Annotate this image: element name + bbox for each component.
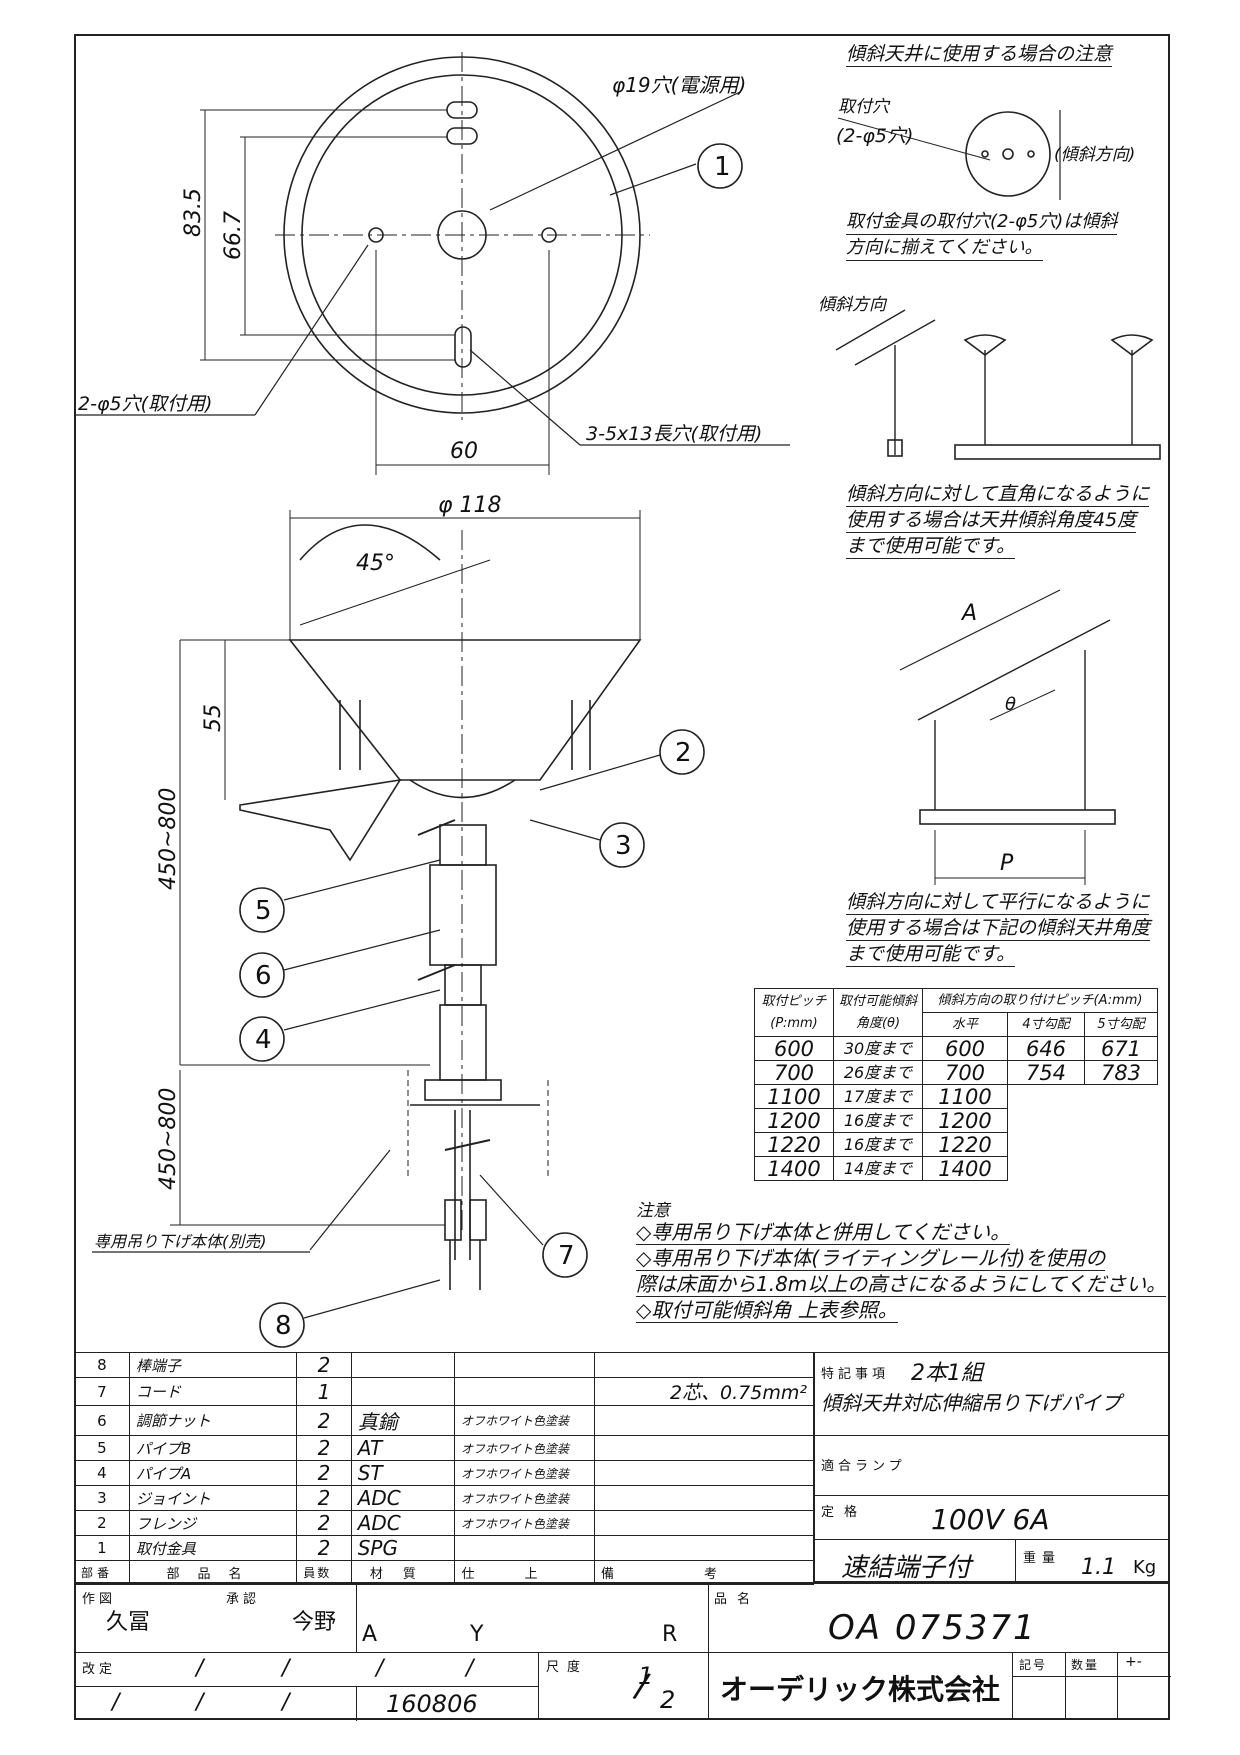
drawing-sheet xyxy=(74,34,1170,1720)
rating-label: 定格 xyxy=(821,1505,868,1520)
symbol-label: 記号 xyxy=(1019,1658,1048,1672)
incline-arrow-label: 傾斜方向 xyxy=(818,295,888,315)
revision-slash: / xyxy=(112,1690,120,1715)
weight-unit: Kg xyxy=(1133,1557,1157,1578)
table-row: 4 パイプA 2 ST オフホワイト色塗装 xyxy=(74,1460,815,1486)
weight-label: 重量 xyxy=(1023,1551,1062,1566)
scale-denominator: 2 xyxy=(660,1686,676,1714)
table-row: 6 調節ナット 2 真鍮 オフホワイト色塗装 xyxy=(74,1405,815,1436)
incline-notes-title: 傾斜天井に使用する場合の注意 xyxy=(846,43,1113,67)
table-row: 1220 16度まで 1220 xyxy=(754,1132,1158,1157)
dim-66-7: 66.7 xyxy=(221,211,246,260)
dim-83-5: 83.5 xyxy=(181,188,206,237)
align-note: 取付金具の取付穴(2-φ5穴)は傾斜 方向に揃えてください。 xyxy=(846,210,1118,262)
weight-value: 1.1 xyxy=(1081,1555,1116,1580)
table-row: 7 コード 1 2芯、0.75mm² xyxy=(74,1377,815,1406)
table-row: 700 26度まで 700 754 783 xyxy=(754,1060,1158,1085)
table-row: 1400 14度まで 1400 xyxy=(754,1156,1158,1181)
dim-60: 60 xyxy=(450,439,478,464)
title-a: A xyxy=(362,1622,378,1647)
pitch-sub-flat: 水平 xyxy=(922,1012,1008,1037)
drawn-label: 作図 xyxy=(82,1592,117,1607)
title-y: Y xyxy=(470,1622,484,1647)
dim-450-800-b: 450~800 xyxy=(156,1088,181,1190)
title-block: 作図 久冨 承認 今野 A Y R 品名 OA 075371 改定 / / / … xyxy=(74,1582,1171,1721)
revision-slash: / xyxy=(196,1656,204,1681)
table-row: 3 ジョイント 2 ADC オフホワイト色塗装 xyxy=(74,1485,815,1511)
parts-list: 8 棒端子 2 7 コード 1 2芯、0.75mm² 6 調節ナット 2 真鍮 … xyxy=(74,1352,815,1585)
revision-label: 改定 xyxy=(82,1662,117,1677)
balloon-6: 6 xyxy=(255,961,272,991)
revision-slash: / xyxy=(282,1690,290,1715)
label-p: P xyxy=(1000,851,1014,876)
special-value-1: 2本1組 xyxy=(911,1361,983,1386)
table-row: 600 30度まで 600 646 671 xyxy=(754,1036,1158,1061)
scale-numerator: 1 xyxy=(638,1662,654,1690)
balloon-3: 3 xyxy=(615,831,632,861)
pitch-sub-4: 4寸勾配 xyxy=(1007,1012,1085,1037)
angle-45: 45° xyxy=(356,551,395,576)
table-row: 1 取付金具 2 SPG xyxy=(74,1535,815,1561)
lamp-label: 適合ランプ xyxy=(821,1459,906,1474)
pitch-header-a: 傾斜方向の取り付けピッチ(A:mm) xyxy=(922,988,1158,1013)
approved-label: 承認 xyxy=(226,1592,261,1607)
label-a: A xyxy=(960,601,977,626)
hole-label-1: 取付穴 xyxy=(838,97,891,117)
hole-label-2: (2-φ5穴) xyxy=(836,125,913,147)
quantity-label: 数量 xyxy=(1071,1658,1100,1672)
title-r: R xyxy=(662,1622,678,1647)
table-row: 5 パイプB 2 AT オフホワイト色塗装 xyxy=(74,1435,815,1461)
product-code: OA 075371 xyxy=(828,1608,1037,1648)
separate-body-label: 専用吊り下げ本体(別売) xyxy=(94,1232,267,1251)
revision-slash: / xyxy=(282,1656,290,1681)
balloon-2: 2 xyxy=(675,738,692,768)
rating-value: 100V 6A xyxy=(931,1503,1050,1536)
product-label: 品名 xyxy=(714,1592,761,1607)
special-label: 特記事項 xyxy=(821,1367,890,1382)
mount-hole-label: 2-φ5穴(取付用) xyxy=(78,393,212,415)
dim-450-800-a: 450~800 xyxy=(156,788,181,890)
table-row: 1100 17度まで 1100 xyxy=(754,1084,1158,1109)
revision-slash: / xyxy=(466,1656,474,1681)
caution-notes: ◇専用吊り下げ本体と併用してください。 ◇専用吊り下げ本体(ライティングレール付… xyxy=(636,1220,1167,1323)
pitch-sub-5: 5寸勾配 xyxy=(1084,1012,1158,1037)
table-row: 8 棒端子 2 xyxy=(74,1352,815,1378)
table-row: 2 フレンジ 2 ADC オフホワイト色塗装 xyxy=(74,1510,815,1536)
approved-by: 今野 xyxy=(292,1610,337,1635)
balloon-7: 7 xyxy=(558,1241,575,1271)
table-row: 1200 16度まで 1200 xyxy=(754,1108,1158,1133)
company-name: オーデリック株式会社 xyxy=(720,1673,1001,1706)
pitch-header-p: 取付ピッチ(P:mm) xyxy=(754,988,834,1037)
mount-slot-label: 3-5x13長穴(取付用) xyxy=(586,423,762,445)
incline-direction-label: (傾斜方向) xyxy=(1054,145,1135,165)
dim-118: φ 118 xyxy=(438,493,502,518)
pitch-header-angle: 取付可能傾斜角度(θ) xyxy=(833,988,923,1037)
special-value-2: 傾斜天井対応伸縮吊り下げパイプ xyxy=(821,1391,1121,1415)
balloon-1: 1 xyxy=(714,152,731,182)
scale-label: 尺度 xyxy=(546,1660,589,1675)
power-hole-label: φ19穴(電源用) xyxy=(612,73,746,97)
drawn-by: 久冨 xyxy=(106,1610,151,1635)
pitch-table: 取付ピッチ(P:mm) 取付可能傾斜角度(θ) 傾斜方向の取り付けピッチ(A:m… xyxy=(754,988,1158,1181)
tolerance-label: +- xyxy=(1125,1654,1142,1670)
balloon-8: 8 xyxy=(275,1311,292,1341)
perpendicular-note: 傾斜方向に対して直角になるように 使用する場合は天井傾斜角度45度 まで使用可能… xyxy=(846,483,1150,559)
balloon-4: 4 xyxy=(255,1025,272,1055)
dim-55: 55 xyxy=(201,704,226,732)
revision-slash: / xyxy=(376,1656,384,1681)
label-theta: θ xyxy=(1005,694,1016,715)
parts-header-row: 部番 部品名 員数 材質 仕上 備考 xyxy=(74,1560,815,1585)
spec-block: 特記事項 2本1組 傾斜天井対応伸縮吊り下げパイプ 適合ランプ 定格 100V … xyxy=(814,1352,1170,1583)
revision-slash: / xyxy=(196,1690,204,1715)
balloon-5: 5 xyxy=(255,896,272,926)
terminal-label: 速結端子付 xyxy=(841,1553,972,1583)
parallel-note: 傾斜方向に対して平行になるように 使用する場合は下記の傾斜天井角度 まで使用可能… xyxy=(846,891,1151,967)
caution-title: 注意 xyxy=(636,1201,670,1221)
revision-date: 160806 xyxy=(386,1690,478,1718)
